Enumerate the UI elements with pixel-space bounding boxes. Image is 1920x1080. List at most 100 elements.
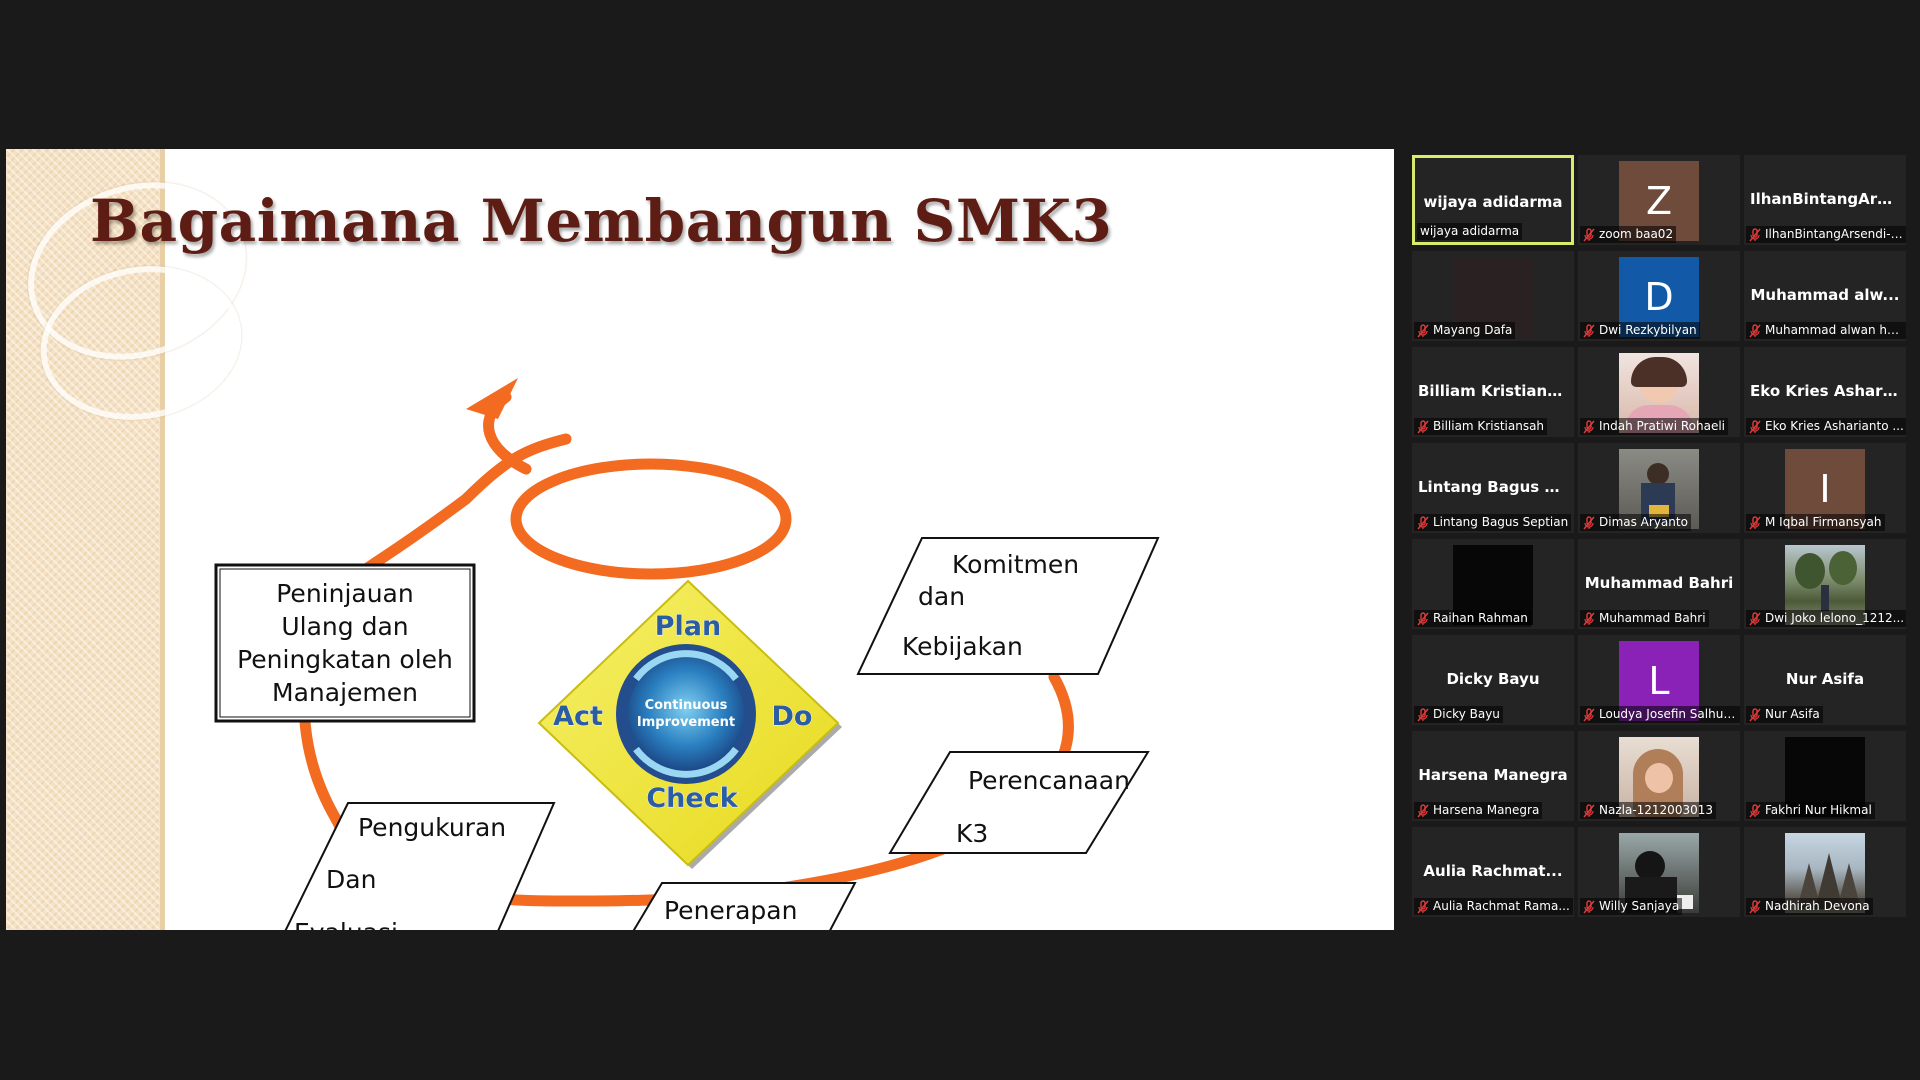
participant-display-name: Lintang Bagus S... bbox=[1418, 478, 1573, 496]
muted-microphone-icon bbox=[1749, 803, 1761, 817]
muted-microphone-icon bbox=[1583, 323, 1595, 337]
pdca-check-label: Check bbox=[646, 783, 738, 814]
penerapan-line1: Penerapan bbox=[664, 896, 797, 925]
participant-tile[interactable]: Eko Kries Ashari... Eko Kries Asharianto … bbox=[1744, 347, 1906, 437]
muted-microphone-icon bbox=[1417, 803, 1429, 817]
participant-name: Nur Asifa bbox=[1765, 707, 1820, 721]
participant-name: Mayang Dafa bbox=[1433, 323, 1513, 337]
participant-tile[interactable]: Dimas Aryanto bbox=[1578, 443, 1740, 533]
participant-name-label: Mayang Dafa bbox=[1414, 322, 1516, 339]
participant-tile[interactable]: Nazla-1212003013 bbox=[1578, 731, 1740, 821]
muted-microphone-icon bbox=[1583, 899, 1595, 913]
participant-name-label: Lintang Bagus Septian bbox=[1414, 514, 1572, 531]
komitmen-line3: Kebijakan bbox=[902, 632, 1023, 661]
muted-microphone-icon bbox=[1749, 323, 1761, 337]
slide-title: Bagaimana Membangun SMK3 bbox=[90, 187, 1113, 255]
participant-name: IlhanBintangArsendi-1... bbox=[1765, 227, 1905, 241]
participant-name-label: Dimas Aryanto bbox=[1580, 514, 1691, 531]
participant-tile[interactable]: Billiam Kristians... Billiam Kristiansah bbox=[1412, 347, 1574, 437]
participant-tile[interactable]: Mayang Dafa bbox=[1412, 251, 1574, 341]
muted-microphone-icon bbox=[1417, 707, 1429, 721]
participant-name: Dicky Bayu bbox=[1433, 707, 1500, 721]
participant-name-label: Dwi Joko lelono_1212... bbox=[1746, 610, 1906, 627]
muted-microphone-icon bbox=[1417, 323, 1429, 337]
participant-tile[interactable]: Raihan Rahman bbox=[1412, 539, 1574, 629]
participant-name: Loudya Josefin Salhut... bbox=[1599, 707, 1739, 721]
participant-name: Dimas Aryanto bbox=[1599, 515, 1688, 529]
muted-microphone-icon bbox=[1749, 515, 1761, 529]
muted-microphone-icon bbox=[1749, 227, 1761, 241]
participant-name-label: Fakhri Nur Hikmal bbox=[1746, 802, 1875, 819]
participant-display-name: Nur Asifa bbox=[1785, 670, 1865, 688]
muted-microphone-icon bbox=[1583, 419, 1595, 433]
participant-name: Nadhirah Devona bbox=[1765, 899, 1870, 913]
muted-microphone-icon bbox=[1749, 419, 1761, 433]
participant-name: Dwi Rezkybilyan bbox=[1599, 323, 1697, 337]
participant-display-name: IlhanBintangArs... bbox=[1750, 190, 1904, 208]
participant-name: Indah Pratiwi Rohaeli bbox=[1599, 419, 1725, 433]
pdca-diamond: Plan Do Check Act Continuous Improvement bbox=[537, 579, 842, 869]
participant-name: M Iqbal Firmansyah bbox=[1765, 515, 1882, 529]
muted-microphone-icon bbox=[1417, 899, 1429, 913]
participant-name: Harsena Manegra bbox=[1433, 803, 1540, 817]
pengukuran-line1: Pengukuran bbox=[358, 813, 506, 842]
participant-name-label: Indah Pratiwi Rohaeli bbox=[1580, 418, 1728, 435]
participant-name-label: zoom baa02 bbox=[1580, 226, 1677, 243]
participant-name-label: Muhammad alwan ha... bbox=[1746, 322, 1906, 339]
muted-microphone-icon bbox=[1583, 707, 1595, 721]
participant-tile[interactable]: Aulia Rachmat... Aulia Rachmat Rama... bbox=[1412, 827, 1574, 917]
participant-name: Muhammad Bahri bbox=[1599, 611, 1706, 625]
participant-name: Lintang Bagus Septian bbox=[1433, 515, 1569, 529]
participant-name-label: Harsena Manegra bbox=[1414, 802, 1543, 819]
participant-tile[interactable]: Lintang Bagus S... Lintang Bagus Septian bbox=[1412, 443, 1574, 533]
participant-name-label: Nadhirah Devona bbox=[1746, 898, 1873, 915]
participant-name-label: wijaya adidarma bbox=[1417, 223, 1523, 240]
participant-name-label: Eko Kries Asharianto ... bbox=[1746, 418, 1906, 435]
participant-name-label: Nur Asifa bbox=[1746, 706, 1823, 723]
muted-microphone-icon bbox=[1749, 611, 1761, 625]
muted-microphone-icon bbox=[1417, 419, 1429, 433]
participant-name: Willy Sanjaya bbox=[1599, 899, 1680, 913]
participant-tile[interactable]: Nadhirah Devona bbox=[1744, 827, 1906, 917]
participant-name-label: Dicky Bayu bbox=[1414, 706, 1503, 723]
participant-name-label: Billiam Kristiansah bbox=[1414, 418, 1548, 435]
pdca-act-label: Act bbox=[553, 701, 603, 732]
participant-display-name: Muhammad alw... bbox=[1750, 286, 1900, 304]
participant-display-name: Eko Kries Ashari... bbox=[1750, 382, 1905, 400]
participant-tile[interactable]: Muhammad alw... Muhammad alwan ha... bbox=[1744, 251, 1906, 341]
step-pengukuran-evaluasi: Pengukuran Dan Evaluasi bbox=[284, 802, 556, 930]
muted-microphone-icon bbox=[1417, 611, 1429, 625]
participant-tile[interactable]: Fakhri Nur Hikmal bbox=[1744, 731, 1906, 821]
participant-name: Eko Kries Asharianto ... bbox=[1765, 419, 1904, 433]
participant-name: Aulia Rachmat Rama... bbox=[1433, 899, 1570, 913]
participant-display-name: Billiam Kristians... bbox=[1418, 382, 1574, 400]
participant-display-name: Aulia Rachmat... bbox=[1423, 862, 1563, 880]
participant-name-label: M Iqbal Firmansyah bbox=[1746, 514, 1885, 531]
participant-name-label: Nazla-1212003013 bbox=[1580, 802, 1716, 819]
participant-tile[interactable]: Willy Sanjaya bbox=[1578, 827, 1740, 917]
peninjauan-line3: Peningkatan oleh bbox=[237, 645, 453, 674]
participant-name: Dwi Joko lelono_1212... bbox=[1765, 611, 1905, 625]
komitmen-line2: dan bbox=[918, 582, 965, 611]
participant-tile[interactable]: Indah Pratiwi Rohaeli bbox=[1578, 347, 1740, 437]
participant-name-label: Dwi Rezkybilyan bbox=[1580, 322, 1700, 339]
peninjauan-line4: Manajemen bbox=[272, 678, 418, 707]
participant-tile[interactable]: IlhanBintangArs... IlhanBintangArsendi-1.… bbox=[1744, 155, 1906, 245]
participant-name: zoom baa02 bbox=[1599, 227, 1674, 241]
participant-display-name: Harsena Manegra bbox=[1418, 766, 1568, 784]
continuous-improvement-line2: Improvement bbox=[637, 715, 735, 730]
muted-microphone-icon bbox=[1417, 515, 1429, 529]
muted-microphone-icon bbox=[1583, 803, 1595, 817]
peninjauan-line1: Peninjauan bbox=[276, 579, 413, 608]
participant-tile[interactable]: Dwi Joko lelono_1212... bbox=[1744, 539, 1906, 629]
